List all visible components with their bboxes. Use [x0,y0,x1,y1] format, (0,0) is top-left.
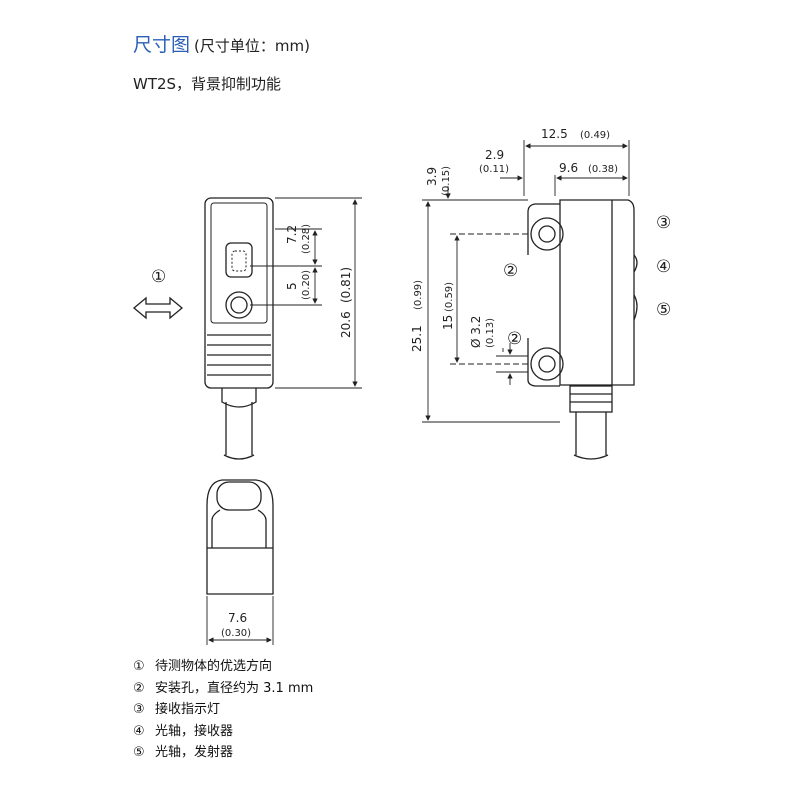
callout-4: ④ [656,257,671,277]
dim-side-height-in: (0.99) [413,280,424,310]
dim-side-total-width: 12.5 [541,127,568,141]
callout-1: ① [151,267,166,287]
dim-side-body-width: 9.6 [559,161,578,175]
dim-side-top-offset: 3.9 [425,167,439,186]
title-text: 尺寸图 [133,34,191,56]
dim-front-height-in: (0.81) [339,267,353,303]
dim-hole-spacing-in: (0.59) [444,282,455,312]
dim-hole-dia: Ø 3.2 [469,316,483,348]
dim-front-top-in: (0.28) [301,224,312,254]
dim-side-body-width-in: (0.38) [588,164,618,175]
page-title: 尺寸图(尺寸单位：mm) [133,30,310,57]
side-view [527,199,638,460]
callout-2a: ② [503,261,518,281]
dim-side-height: 25.1 [410,325,424,352]
dim-side-top-offset-in: (0.15) [441,166,452,196]
dim-side-offset-in: (0.11) [479,164,509,175]
dim-hole-spacing: 15 [441,315,455,330]
direction-arrow [132,296,184,320]
dim-side-total-width-in: (0.49) [580,130,610,141]
callout-2b: ② [507,329,522,349]
dim-bottom-width: 7.6 [228,611,247,625]
dim-front-top: 7.2 [285,225,299,244]
callout-3: ③ [656,213,671,233]
dim-front-mid: 5 [285,282,299,290]
dim-front-mid-in: (0.20) [301,270,312,300]
page-subtitle: WT2S，背景抑制功能 [133,75,282,93]
dim-front-height: 20.6 [339,311,353,338]
unit-note: (尺寸单位：mm) [194,37,310,55]
dim-side-offset: 2.9 [485,148,504,162]
dim-bottom-width-in: (0.30) [221,628,251,639]
dim-hole-dia-in: (0.13) [485,318,496,348]
front-view [204,197,274,460]
callout-5: ⑤ [656,300,671,320]
bottom-view [206,479,274,595]
